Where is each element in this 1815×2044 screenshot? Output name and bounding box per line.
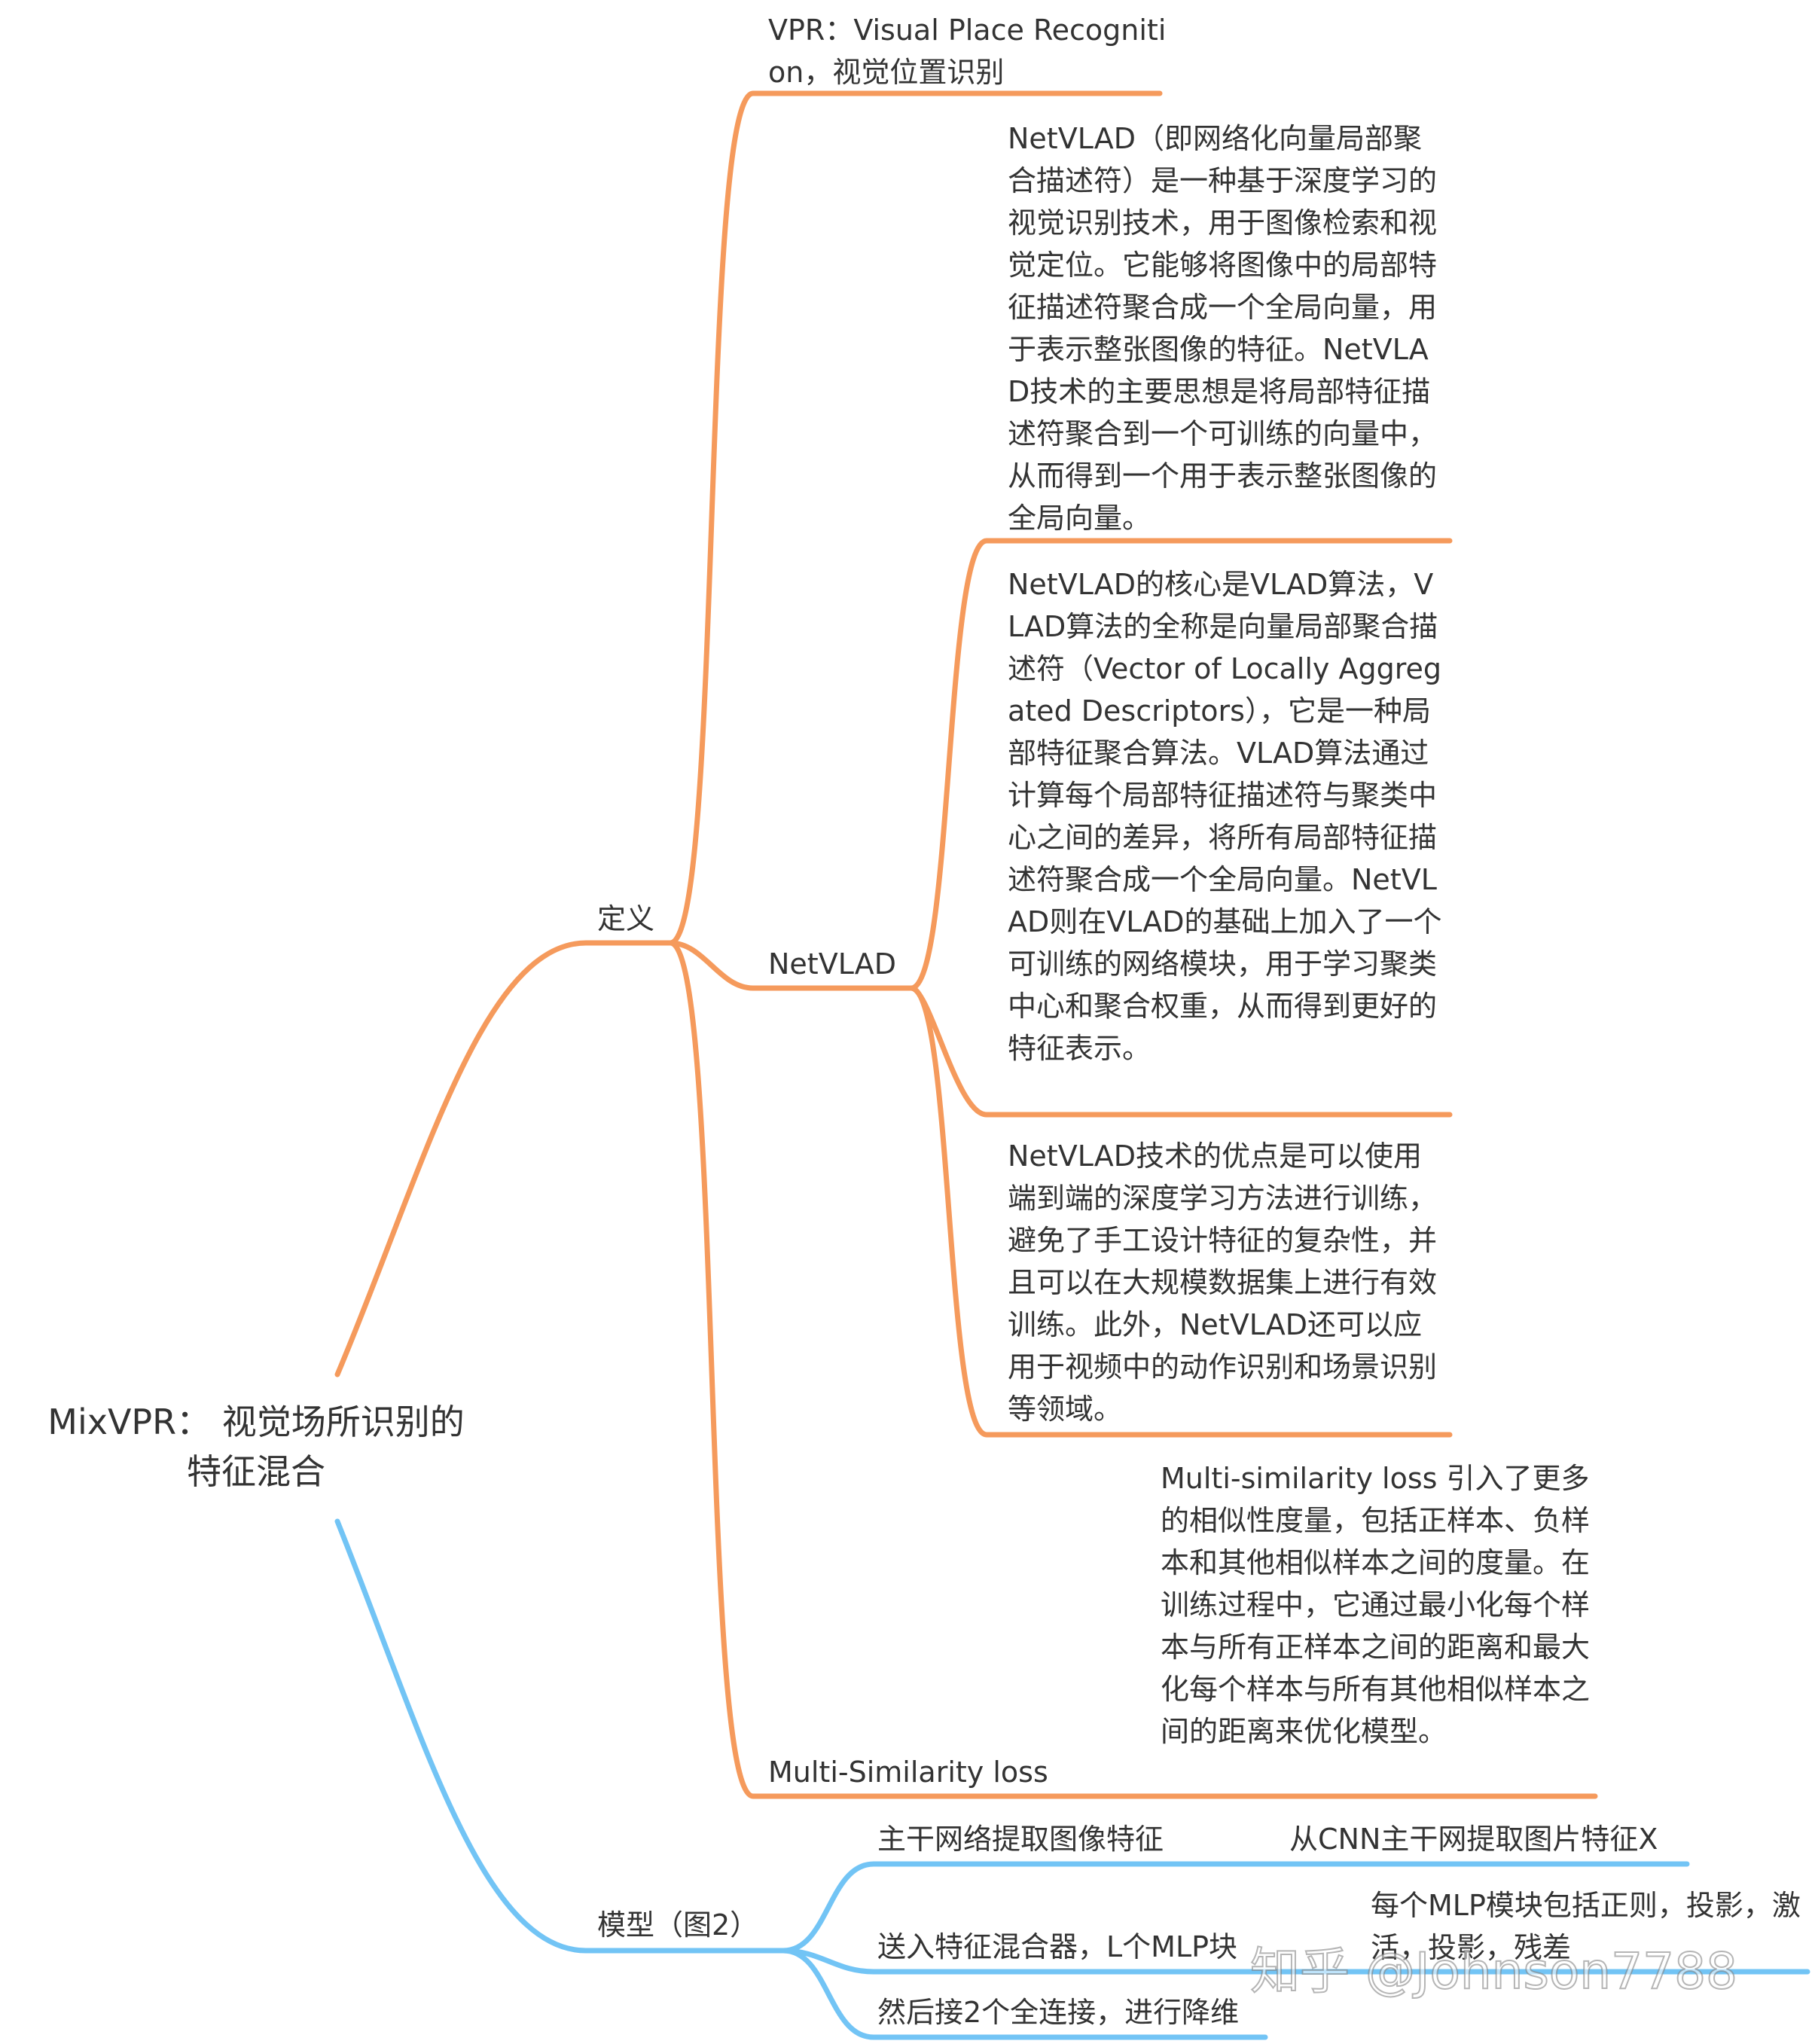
- msloss-node[interactable]: Multi-Similarity loss: [768, 1756, 1048, 1789]
- watermark: 知乎 @Johnson7788: [1249, 1942, 1738, 2001]
- line-model-to-backbone: [780, 1861, 1193, 1954]
- vpr-node[interactable]: VPR：Visual Place Recognition，视觉位置识别: [768, 14, 1167, 89]
- netvlad-desc-3[interactable]: NetVLAD技术的优点是可以使用端到端的深度学习方法进行训练，避免了手工设计特…: [1008, 1139, 1438, 1426]
- line-netvlad-to-desc1: [908, 538, 1453, 991]
- line-definition-to-vpr: [667, 90, 1163, 946]
- definition-branch-lines: [334, 90, 1598, 1799]
- root-title-line-2: 特征混合: [187, 1451, 325, 1492]
- definition-node[interactable]: 定义: [597, 902, 655, 935]
- line-root-to-model: [334, 1518, 786, 1954]
- root-node[interactable]: MixVPR： 视觉场所识别的 特征混合: [15, 1397, 497, 1496]
- model-node[interactable]: 模型（图2）: [597, 1908, 759, 1942]
- netvlad-desc-1[interactable]: NetVLAD（即网络化向量局部聚合描述符）是一种基于深度学习的视觉识别技术，用…: [1008, 122, 1438, 535]
- line-root-to-definition: [334, 940, 673, 1377]
- line-definition-to-netvlad: [667, 940, 914, 991]
- line-model-to-fc: [780, 1948, 1268, 2040]
- line-netvlad-to-desc3: [908, 985, 1453, 1438]
- netvlad-node[interactable]: NetVLAD: [768, 947, 896, 981]
- model-branch-lines: [334, 1518, 1810, 2040]
- fc-node[interactable]: 然后接2个全连接，进行降维: [877, 1996, 1240, 2029]
- msloss-desc[interactable]: Multi-similarity loss 引入了更多的相似性度量，包括正样本、…: [1161, 1462, 1591, 1748]
- netvlad-desc-2[interactable]: NetVLAD的核心是VLAD算法，VLAD算法的全称是向量局部聚合描述符（Ve…: [1008, 568, 1442, 1065]
- line-definition-to-msloss: [667, 940, 1598, 1799]
- backbone-node[interactable]: 主干网络提取图像特征: [877, 1823, 1164, 1856]
- mixer-node[interactable]: 送入特征混合器，L个MLP块: [877, 1930, 1238, 1963]
- backbone-desc[interactable]: 从CNN主干网提取图片特征X: [1289, 1823, 1658, 1856]
- mixer-desc[interactable]: 每个MLP模块包括正则，投影，激活，投影，残差: [1371, 1889, 1801, 1964]
- root-title-line-1: MixVPR： 视觉场所识别的: [47, 1402, 465, 1442]
